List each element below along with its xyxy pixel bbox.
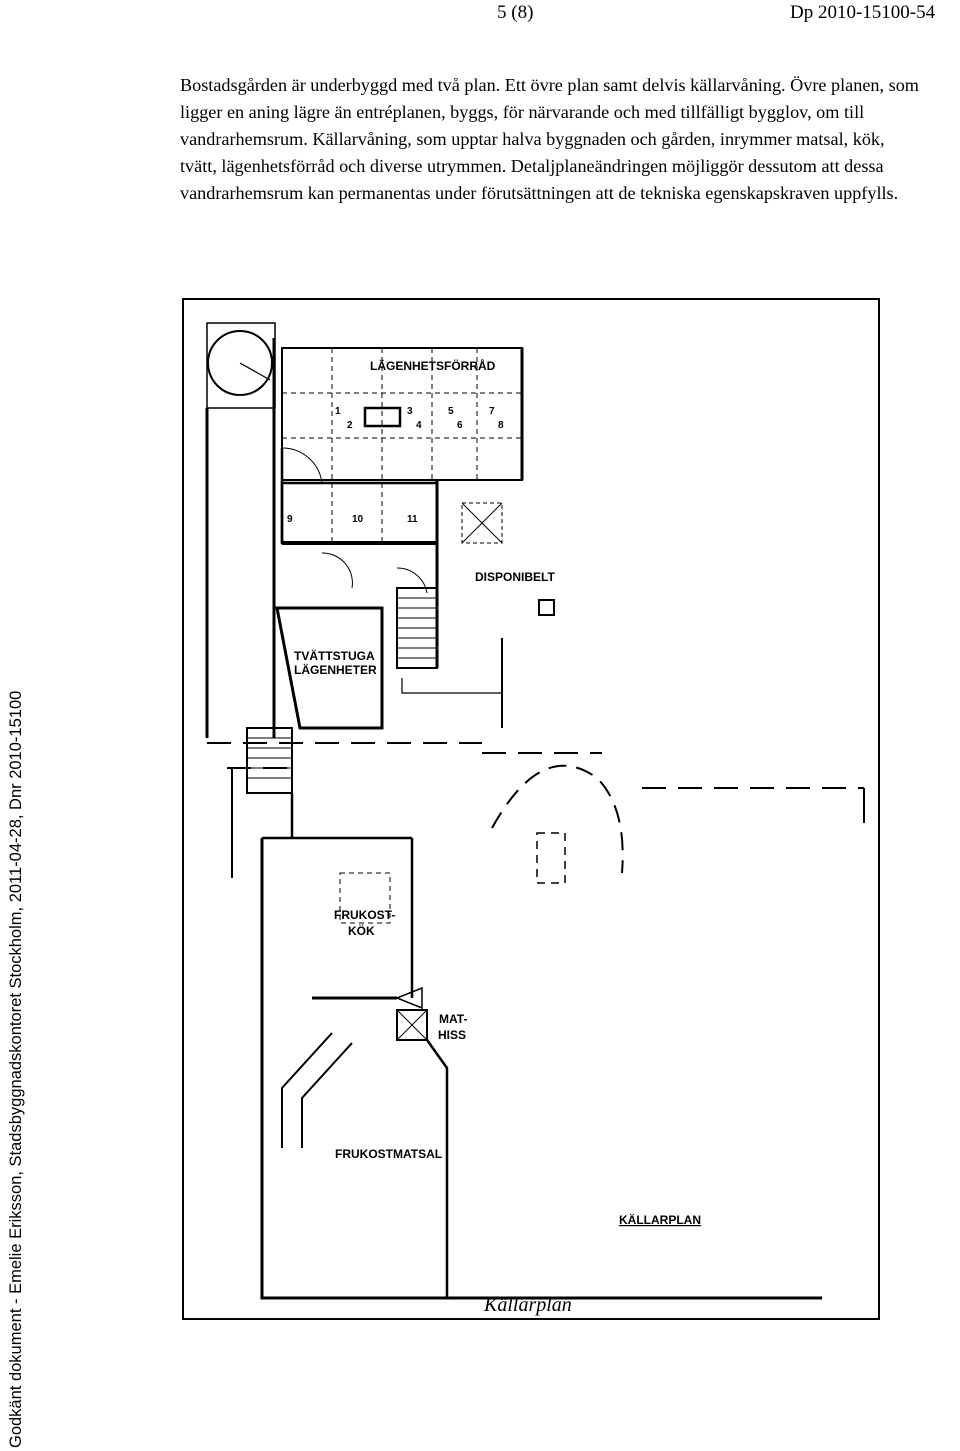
- storage-number-10: 10: [352, 514, 364, 525]
- lower-stair: [246, 727, 293, 794]
- storage-number-9: 9: [287, 514, 293, 525]
- label-lift-line-1: MAT-: [439, 1012, 467, 1026]
- label-lift-line-2: HISS: [438, 1028, 466, 1042]
- spiral-stair: [207, 330, 273, 396]
- plan-frame: [182, 298, 880, 1320]
- available-marker: [538, 599, 555, 616]
- storage-room-lower: [280, 481, 439, 545]
- storage-number-3: 3: [407, 406, 413, 417]
- body-paragraph: Bostadsgården är underbyggd med två plan…: [180, 75, 919, 203]
- label-kitchen-line-2: KÖK: [348, 923, 375, 938]
- plan-caption: Källarplan: [483, 1294, 572, 1316]
- label-dining: FRUKOSTMATSAL: [335, 1147, 442, 1161]
- laundry-room: [275, 606, 384, 730]
- label-storage: LÄGENHETSFÖRRÅD: [370, 358, 496, 373]
- courtyard-arch: [491, 764, 624, 874]
- storage-number-7: 7: [489, 406, 495, 417]
- storage-number-1: 1: [335, 406, 341, 417]
- storage-number-11: 11: [407, 514, 418, 525]
- storage-number-6: 6: [457, 420, 463, 431]
- floor-plan-drawing: LÄGENHETSFÖRRÅD DISPONIBELT TVÄTTSTUGA L…: [182, 298, 880, 1320]
- label-laundry-line-2: LÄGENHETER: [294, 662, 377, 677]
- floor-plan: LÄGENHETSFÖRRÅD DISPONIBELT TVÄTTSTUGA L…: [182, 298, 880, 1320]
- storage-number-8: 8: [498, 420, 504, 431]
- kitchen-counter: [339, 872, 391, 924]
- label-laundry-line-1: TVÄTTSTUGA: [294, 648, 375, 663]
- skylight-box: [461, 502, 503, 544]
- storage-column: [363, 406, 402, 428]
- storage-number-2: 2: [347, 420, 353, 431]
- storage-number-4: 4: [416, 420, 422, 431]
- document-reference: Dp 2010-15100-54: [790, 2, 936, 23]
- label-available: DISPONIBELT: [475, 570, 555, 584]
- food-lift: [396, 1009, 428, 1041]
- approval-side-note: Godkänt dokument - Emelie Eriksson, Stad…: [7, 690, 25, 1448]
- label-plan-title: KÄLLARPLAN: [619, 1212, 701, 1227]
- page-number: 5 (8): [497, 2, 534, 23]
- label-kitchen-line-1: FRUKOST-: [334, 908, 395, 922]
- storage-number-5: 5: [448, 406, 454, 417]
